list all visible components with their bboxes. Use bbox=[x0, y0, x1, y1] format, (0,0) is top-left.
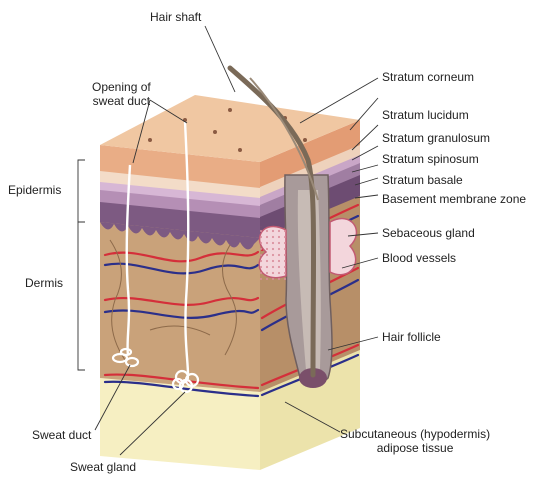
label-opening-sweat-duct: Opening of sweat duct bbox=[92, 80, 151, 108]
label-sebaceous-gland: Sebaceous gland bbox=[382, 226, 475, 240]
hypodermis-front bbox=[100, 378, 260, 470]
label-basement-membrane-zone: Basement membrane zone bbox=[382, 192, 526, 206]
label-stratum-basale: Stratum basale bbox=[382, 173, 463, 187]
label-stratum-lucidum: Stratum lucidum bbox=[382, 108, 469, 122]
label-epidermis: Epidermis bbox=[8, 183, 61, 197]
label-hair-shaft: Hair shaft bbox=[150, 10, 201, 24]
label-stratum-granulosum: Stratum granulosum bbox=[382, 131, 490, 145]
label-subcutaneous-line-2: adipose tissue bbox=[340, 441, 490, 455]
label-dermis: Dermis bbox=[25, 276, 63, 290]
label-sweat-gland: Sweat gland bbox=[70, 460, 136, 474]
label-subcutaneous-line-1: Subcutaneous (hypodermis) bbox=[340, 427, 490, 441]
label-stratum-corneum: Stratum corneum bbox=[382, 70, 474, 84]
label-opening-line-2: sweat duct bbox=[92, 94, 151, 108]
label-subcutaneous: Subcutaneous (hypodermis) adipose tissue bbox=[340, 427, 490, 455]
label-sweat-duct: Sweat duct bbox=[32, 428, 91, 442]
label-stratum-spinosum: Stratum spinosum bbox=[382, 152, 479, 166]
label-hair-follicle: Hair follicle bbox=[382, 330, 441, 344]
label-blood-vessels: Blood vessels bbox=[382, 251, 456, 265]
label-opening-line-1: Opening of bbox=[92, 80, 151, 94]
